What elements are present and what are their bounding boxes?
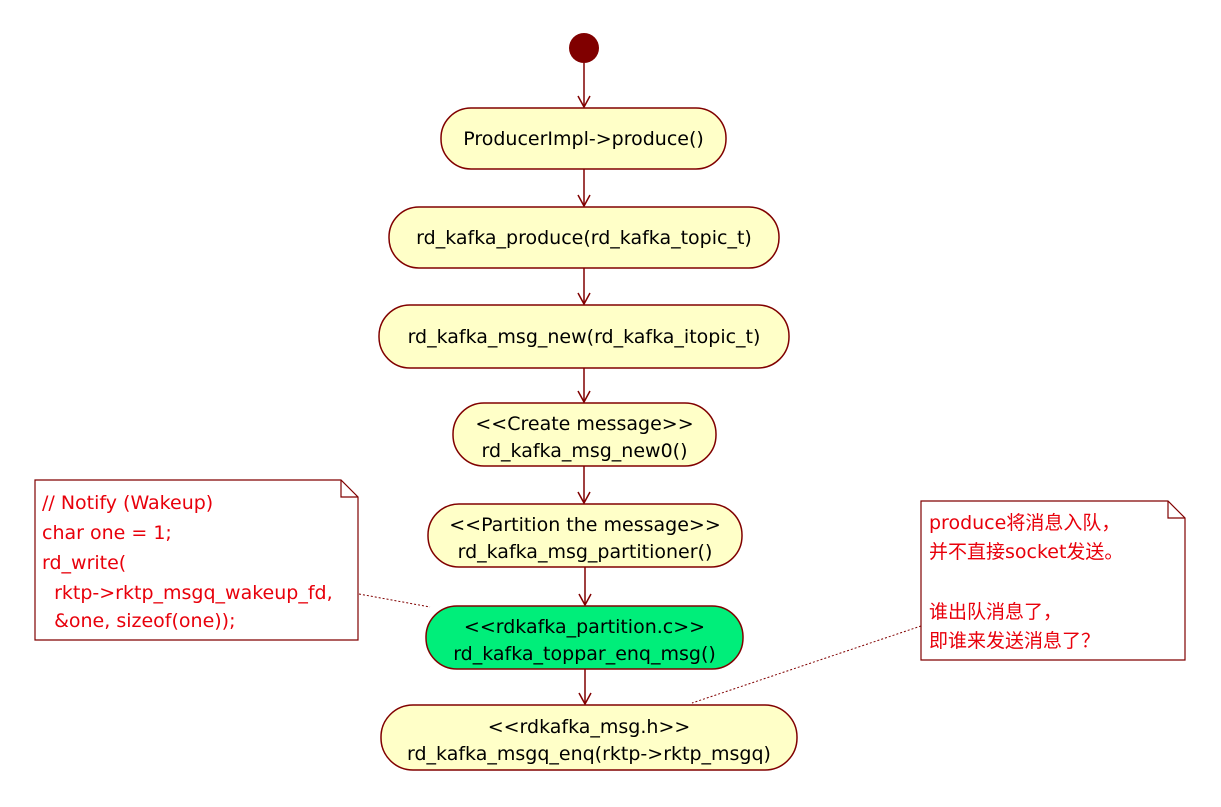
note-line: &one, sizeof(one)); (42, 610, 235, 632)
node-label: rd_kafka_produce(rd_kafka_topic_t) (416, 227, 752, 249)
node-stereotype: <<Partition the message>> (449, 514, 721, 536)
node-stereotype: <<Create message>> (475, 413, 693, 435)
note-anchor-note-left (358, 593, 431, 608)
note-line: rd_write( (42, 552, 126, 574)
node-label: rd_kafka_toppar_enq_msg() (453, 643, 716, 665)
note-line: rktp->rktp_msgq_wakeup_fd, (42, 582, 333, 604)
node-label: rd_kafka_msg_partitioner() (458, 541, 713, 563)
note-line: 谁出队消息了， (929, 601, 1062, 623)
note-line: char one = 1; (42, 522, 172, 544)
note-enqueue-explanation: produce将消息入队， 并不直接socket发送。 谁出队消息了， 即谁来发… (920, 500, 1186, 661)
activity-node-rd-kafka-produce: rd_kafka_produce(rd_kafka_topic_t) (388, 206, 780, 269)
note-line: 并不直接socket发送。 (929, 541, 1123, 563)
note-anchors (358, 593, 922, 704)
note-line: 即谁来发送消息了？ (929, 630, 1100, 652)
activity-node-toppar-enq-msg: <<rdkafka_partition.c>> rd_kafka_toppar_… (425, 605, 744, 670)
node-label: ProducerImpl->produce() (463, 128, 704, 150)
flow-edges (577, 63, 592, 706)
activity-node-produce: ProducerImpl->produce() (440, 107, 727, 170)
activity-node-rd-kafka-msg-new: rd_kafka_msg_new(rd_kafka_itopic_t) (378, 304, 790, 369)
note-line: produce将消息入队， (929, 512, 1120, 534)
node-stereotype: <<rdkafka_partition.c>> (464, 616, 705, 638)
activity-node-partition-message: <<Partition the message>> rd_kafka_msg_p… (427, 503, 743, 568)
start-node (569, 33, 599, 63)
node-label: rd_kafka_msgq_enq(rktp->rktp_msgq) (407, 743, 771, 765)
note-wakeup-code: // Notify (Wakeup) char one = 1; rd_writ… (34, 479, 359, 641)
activity-node-msgq-enq: <<rdkafka_msg.h>> rd_kafka_msgq_enq(rktp… (380, 704, 798, 771)
node-label: rd_kafka_msg_new(rd_kafka_itopic_t) (408, 326, 761, 348)
node-stereotype: <<rdkafka_msg.h>> (488, 716, 691, 738)
activity-node-create-message: <<Create message>> rd_kafka_msg_new0() (452, 402, 717, 467)
note-line: // Notify (Wakeup) (42, 492, 213, 514)
node-label: rd_kafka_msg_new0() (481, 440, 687, 462)
note-anchor-note-right (691, 625, 922, 704)
